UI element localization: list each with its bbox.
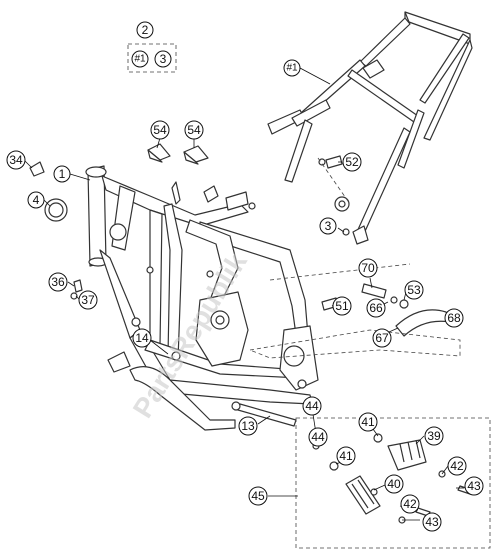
callout-44-bottom[interactable]: 44 [308,427,328,447]
svg-text:42: 42 [450,459,464,473]
svg-text:4: 4 [33,193,40,207]
svg-text:45: 45 [251,489,265,503]
callout-52[interactable]: 52 [342,152,362,172]
svg-text:43: 43 [467,479,481,493]
svg-text:52: 52 [345,155,359,169]
group-outlines [127,43,491,549]
svg-text:36: 36 [51,275,65,289]
callout-3[interactable]: 3 [319,217,337,235]
callout-1-subframe[interactable]: #1 [283,59,301,77]
callout-40[interactable]: 40 [384,474,404,494]
svg-text:13: 13 [241,419,255,433]
callout-36[interactable]: 36 [48,272,68,292]
callout-41-top[interactable]: 41 [358,412,378,432]
callout-39[interactable]: 39 [424,426,444,446]
svg-text:34: 34 [9,153,23,167]
svg-text:1: 1 [59,167,66,181]
callout-54-left[interactable]: 54 [150,120,170,140]
svg-text:3: 3 [325,219,332,233]
callout-43-top[interactable]: 43 [464,476,484,496]
svg-text:53: 53 [407,283,421,297]
svg-text:54: 54 [187,123,201,137]
svg-text:70: 70 [361,261,375,275]
callouts: 2 #1 3 #1 54 54 34 1 4 52 3 36 37 70 53 [6,21,484,532]
callout-43-bottom[interactable]: 43 [422,512,442,532]
callout-51[interactable]: 51 [332,296,352,316]
callout-3-set[interactable]: 3 [154,50,172,68]
callout-44-top[interactable]: 44 [302,396,322,416]
callout-4[interactable]: 4 [27,191,45,209]
svg-text:#1: #1 [134,54,146,65]
svg-text:2: 2 [142,23,149,37]
callout-45[interactable]: 45 [248,486,268,506]
svg-text:43: 43 [425,515,439,529]
svg-text:51: 51 [335,299,349,313]
callout-54-right[interactable]: 54 [184,120,204,140]
callout-42-top[interactable]: 42 [447,456,467,476]
callout-68[interactable]: 68 [444,308,464,328]
svg-text:66: 66 [369,301,383,315]
main-frame-drawing [85,165,319,431]
callout-37[interactable]: 37 [78,290,98,310]
callout-1[interactable]: 1 [53,165,71,183]
svg-text:44: 44 [305,399,319,413]
svg-text:54: 54 [153,123,167,137]
svg-text:#1: #1 [286,63,298,74]
svg-text:3: 3 [160,52,167,66]
callout-14[interactable]: 14 [132,328,152,348]
callout-2[interactable]: 2 [136,21,154,39]
callout-1-set[interactable]: #1 [131,50,149,68]
callout-34[interactable]: 34 [6,150,26,170]
callout-53[interactable]: 53 [404,280,424,300]
callout-41-bottom[interactable]: 41 [336,446,356,466]
callout-70[interactable]: 70 [358,258,378,278]
svg-text:44: 44 [311,430,325,444]
svg-text:41: 41 [361,415,375,429]
subframe-drawing [267,11,473,245]
callout-42-bottom[interactable]: 42 [400,494,420,514]
svg-text:68: 68 [447,311,461,325]
svg-text:67: 67 [375,331,389,345]
svg-text:37: 37 [81,293,95,307]
svg-text:39: 39 [427,429,441,443]
svg-text:42: 42 [403,497,417,511]
callout-67[interactable]: 67 [372,328,392,348]
callout-13[interactable]: 13 [238,416,258,436]
svg-text:40: 40 [387,477,401,491]
svg-text:41: 41 [339,449,353,463]
callout-66[interactable]: 66 [366,298,386,318]
svg-text:14: 14 [135,331,149,345]
